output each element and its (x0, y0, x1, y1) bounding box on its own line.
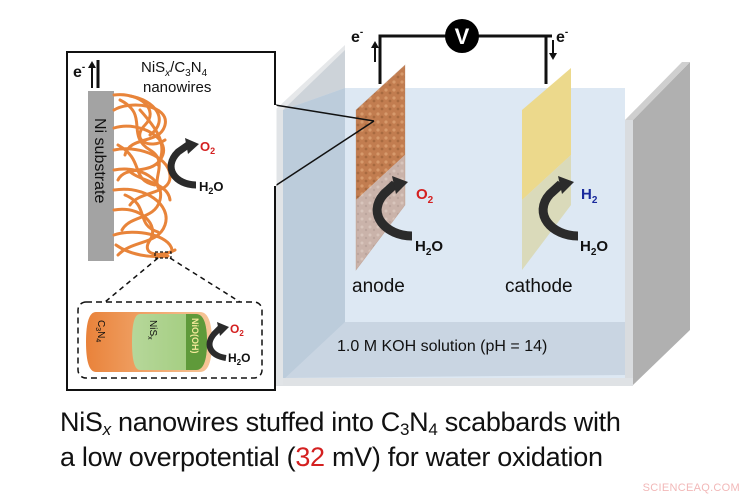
caption-line-2: a low overpotential (32 mV) for water ox… (60, 442, 603, 472)
anode-product: O2 (416, 186, 434, 206)
core-label: NiSx (146, 320, 158, 340)
surface-label: NiO(OH) (190, 318, 200, 354)
cathode-reaction-arrow-icon (558, 176, 574, 194)
cathode-reactant: H2O (580, 238, 608, 258)
electron-down-arrow-icon (549, 53, 557, 60)
overpotential-value: 32 (295, 442, 325, 472)
inset-reaction-arrow-icon (185, 138, 199, 154)
voltmeter-label: V (455, 24, 470, 49)
cathode-label: cathode (505, 276, 573, 297)
nanowire-mesh (112, 93, 177, 259)
anode-reactant: H2O (415, 238, 443, 258)
substrate-label: Ni substrate (91, 118, 108, 203)
nanowire-inset: e- NiSx/C3N4 nanowires Ni substrate (66, 51, 375, 391)
caption-line-1: NiSx nanowires stuffed into C3N4 scabbar… (60, 407, 621, 439)
anode-electron-label: e- (351, 27, 363, 46)
cathode-electrode: H2 H2O cathode (505, 68, 608, 297)
cathode-electron-label: e- (556, 27, 568, 46)
electrolysis-tank (275, 45, 690, 386)
figure-caption: NiSx nanowires stuffed into C3N4 scabbar… (60, 405, 621, 475)
tank-floor (283, 322, 625, 380)
anode-electrode: O2 H2O anode (352, 64, 443, 297)
solution-label: 1.0 M KOH solution (pH = 14) (337, 338, 547, 355)
external-circuit: V e- e- (351, 19, 568, 84)
cathode-product: H2 (581, 186, 598, 206)
nanowire-title: NiSx/C3N4 (141, 59, 208, 79)
nanowire-cross-section (86, 312, 212, 372)
nanowire-subtitle: nanowires (143, 79, 211, 96)
anode-reaction-arrow-icon (392, 176, 408, 194)
ni-substrate (88, 91, 114, 261)
shell-label: C3N4 (94, 320, 106, 342)
inset-electron-arrow-icon (88, 61, 96, 68)
inset-reactant: H2O (199, 179, 224, 196)
watermark: SCIENCEAQ.COM (642, 482, 740, 494)
inset-product: O2 (200, 139, 215, 156)
tank-right-wall (633, 62, 690, 385)
voltmeter-icon (445, 19, 479, 53)
anode-label: anode (352, 276, 405, 297)
detail-reaction-arrow-icon (217, 322, 229, 336)
electron-up-arrow-icon (371, 41, 379, 48)
inset-electron-label: e- (73, 62, 85, 81)
detail-reactant: H2O (228, 351, 250, 367)
